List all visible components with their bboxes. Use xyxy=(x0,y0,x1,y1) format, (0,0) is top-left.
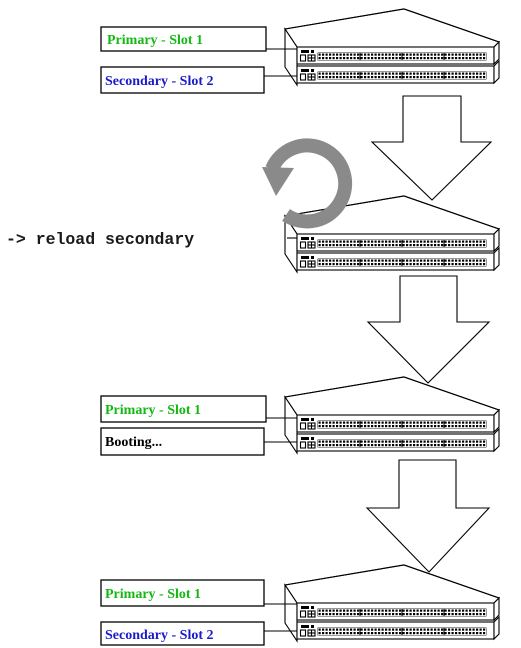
down-arrow-2 xyxy=(366,275,491,384)
reload-icon xyxy=(262,138,353,229)
stage1-secondary-box xyxy=(100,66,265,94)
stage3-switch xyxy=(285,377,499,453)
stage3-booting-box xyxy=(100,427,265,456)
stage4-primary-label: Primary - Slot 1 xyxy=(105,587,201,602)
stage1-switch xyxy=(285,9,499,85)
stage3-primary-box xyxy=(100,395,267,423)
stage1-secondary-label: Secondary - Slot 2 xyxy=(105,74,214,89)
stage2-switch xyxy=(285,196,499,272)
stage4-primary-box xyxy=(100,579,265,607)
reload-command: -> reload secondary xyxy=(6,230,194,249)
down-arrow-3 xyxy=(365,459,491,573)
stage4-secondary-label: Secondary - Slot 2 xyxy=(105,628,214,643)
stage1-primary-box xyxy=(100,26,267,52)
stage3-booting-label: Booting... xyxy=(105,435,162,450)
down-arrow-1 xyxy=(370,95,493,201)
stage4-secondary-box xyxy=(100,621,265,646)
stage4-switch xyxy=(285,565,499,641)
stage3-primary-label: Primary - Slot 1 xyxy=(105,403,201,418)
stage1-primary-label: Primary - Slot 1 xyxy=(107,33,203,48)
